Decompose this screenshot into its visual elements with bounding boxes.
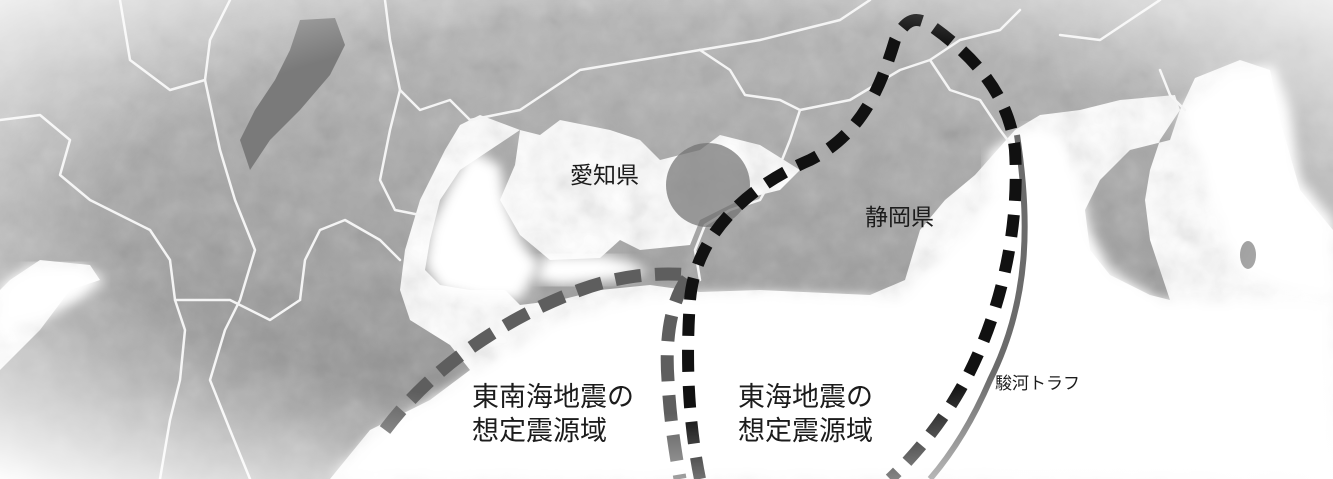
label-tokai-line2: 想定震源域 [738, 416, 873, 447]
label-tonankai-line2: 想定震源域 [472, 416, 607, 447]
label-aichi: 愛知県 [570, 163, 639, 189]
label-suruga-trough: 駿河トラフ [995, 374, 1080, 394]
label-shizuoka: 静岡県 [865, 205, 934, 231]
label-tokai-line1: 東海地震の [738, 382, 873, 413]
label-tonankai-line1: 東南海地震の [472, 382, 634, 413]
